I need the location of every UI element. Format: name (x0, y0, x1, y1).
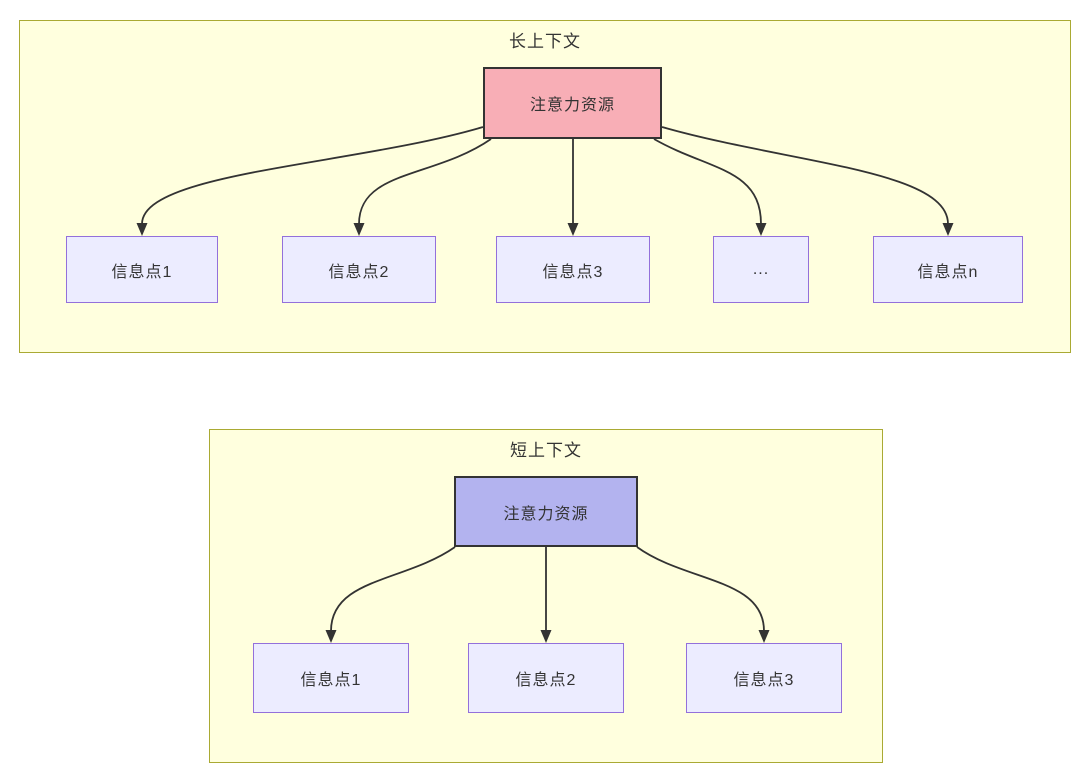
info-node-short-1: 信息点1 (253, 643, 409, 713)
long-context-title: 长上下文 (509, 32, 581, 51)
info-node-short-3: 信息点3 (686, 643, 842, 713)
info-node-long-n: 信息点n (873, 236, 1023, 303)
info-node-long-ellipsis: ... (713, 236, 809, 303)
info-node-long-3: 信息点3 (496, 236, 650, 303)
info-node-long-1: 信息点1 (66, 236, 218, 303)
attention-node-short: 注意力资源 (454, 476, 638, 547)
info-node-long-2: 信息点2 (282, 236, 436, 303)
attention-node-long: 注意力资源 (483, 67, 662, 139)
info-node-short-2: 信息点2 (468, 643, 624, 713)
short-context-title: 短上下文 (510, 441, 582, 460)
